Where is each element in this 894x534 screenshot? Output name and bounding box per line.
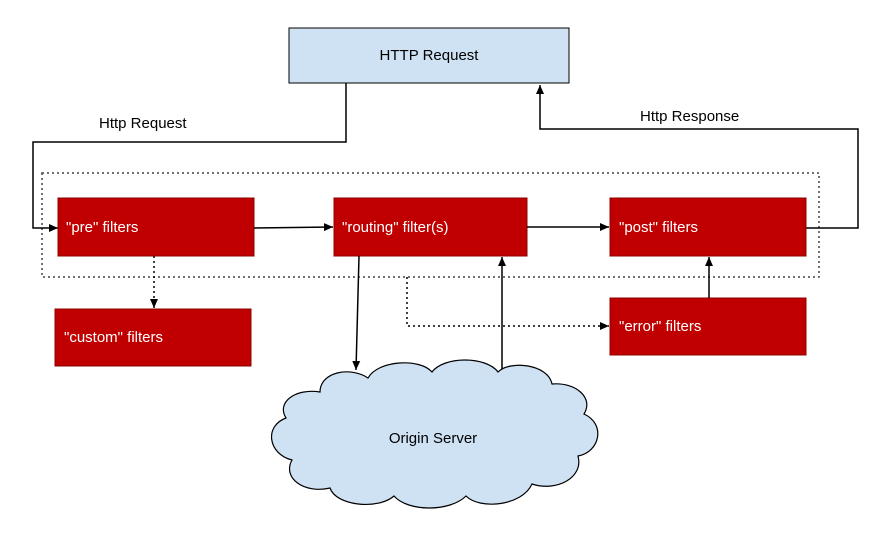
origin-server-label: Origin Server: [389, 430, 477, 447]
routing-to-origin-arrow: [352, 255, 361, 371]
http-request-box-label: HTTP Request: [380, 47, 480, 64]
custom-filters-label: "custom" filters: [64, 329, 163, 346]
filter-chain-boundary: [41, 172, 820, 278]
routing-filters-label: "routing" filter(s): [342, 219, 449, 236]
error-filters-label: "error" filters: [619, 318, 701, 335]
http-request-connector: [32, 83, 347, 232]
http-request-box: HTTP Request: [288, 27, 570, 84]
custom-filters-box: "custom" filters: [54, 308, 252, 367]
routing-filters-box: "routing" filter(s): [333, 197, 528, 257]
error-filters-box: "error" filters: [609, 297, 807, 356]
pre-to-routing-arrow: [253, 223, 334, 232]
http-response-edge-label: Http Response: [640, 108, 739, 125]
pre-filters-label: "pre" filters: [66, 219, 138, 236]
post-filters-box: "post" filters: [609, 197, 807, 257]
pre-filters-box: "pre" filters: [57, 197, 255, 257]
chain-to-error-arrow: [406, 277, 609, 330]
post-filters-label: "post" filters: [619, 219, 698, 236]
http-response-connector: [536, 85, 859, 229]
http-request-edge-label: Http Request: [99, 115, 187, 132]
origin-server-cloud: Origin Server: [270, 359, 599, 509]
